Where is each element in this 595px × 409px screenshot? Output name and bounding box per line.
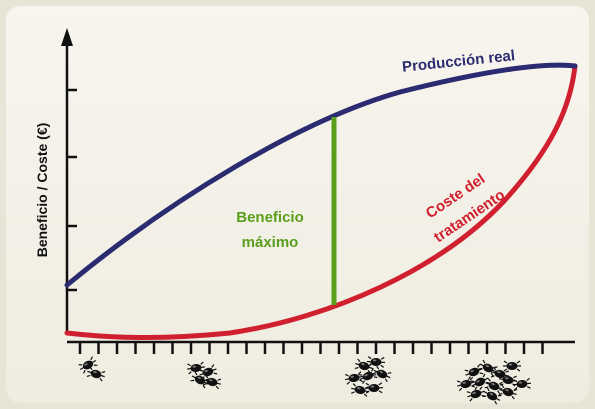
x-axis-ticks xyxy=(78,342,544,354)
y-axis-arrow xyxy=(61,28,73,46)
bug-icon xyxy=(202,374,222,390)
bug-icon xyxy=(484,378,504,394)
production-curve xyxy=(64,62,578,288)
bug-icon xyxy=(512,377,532,391)
bug-icon xyxy=(499,373,517,387)
panel xyxy=(6,6,589,403)
benefit-label-line1: Beneficio xyxy=(236,209,304,226)
bug-icon xyxy=(345,371,363,385)
y-axis-label: Beneficio / Coste (€) xyxy=(34,123,50,258)
bug-icon xyxy=(86,366,106,382)
bug-icon xyxy=(366,356,386,368)
treatment-cost-curve xyxy=(64,63,578,341)
bug-icon xyxy=(364,382,384,394)
bug-icon xyxy=(358,367,378,385)
bug-icon xyxy=(503,360,521,372)
pest-group-2 xyxy=(186,361,222,390)
bug-icon xyxy=(482,387,502,405)
pest-density-row xyxy=(78,356,532,405)
pest-group-4 xyxy=(456,359,532,405)
bug-icon xyxy=(372,365,392,383)
bug-icon xyxy=(456,376,476,392)
bug-icon xyxy=(470,373,490,391)
benefit-label-line2: máximo xyxy=(242,234,299,251)
pest-group-3 xyxy=(345,356,392,397)
bug-icon xyxy=(466,386,486,402)
pest-group-1 xyxy=(78,356,106,382)
bug-icon xyxy=(498,384,518,400)
